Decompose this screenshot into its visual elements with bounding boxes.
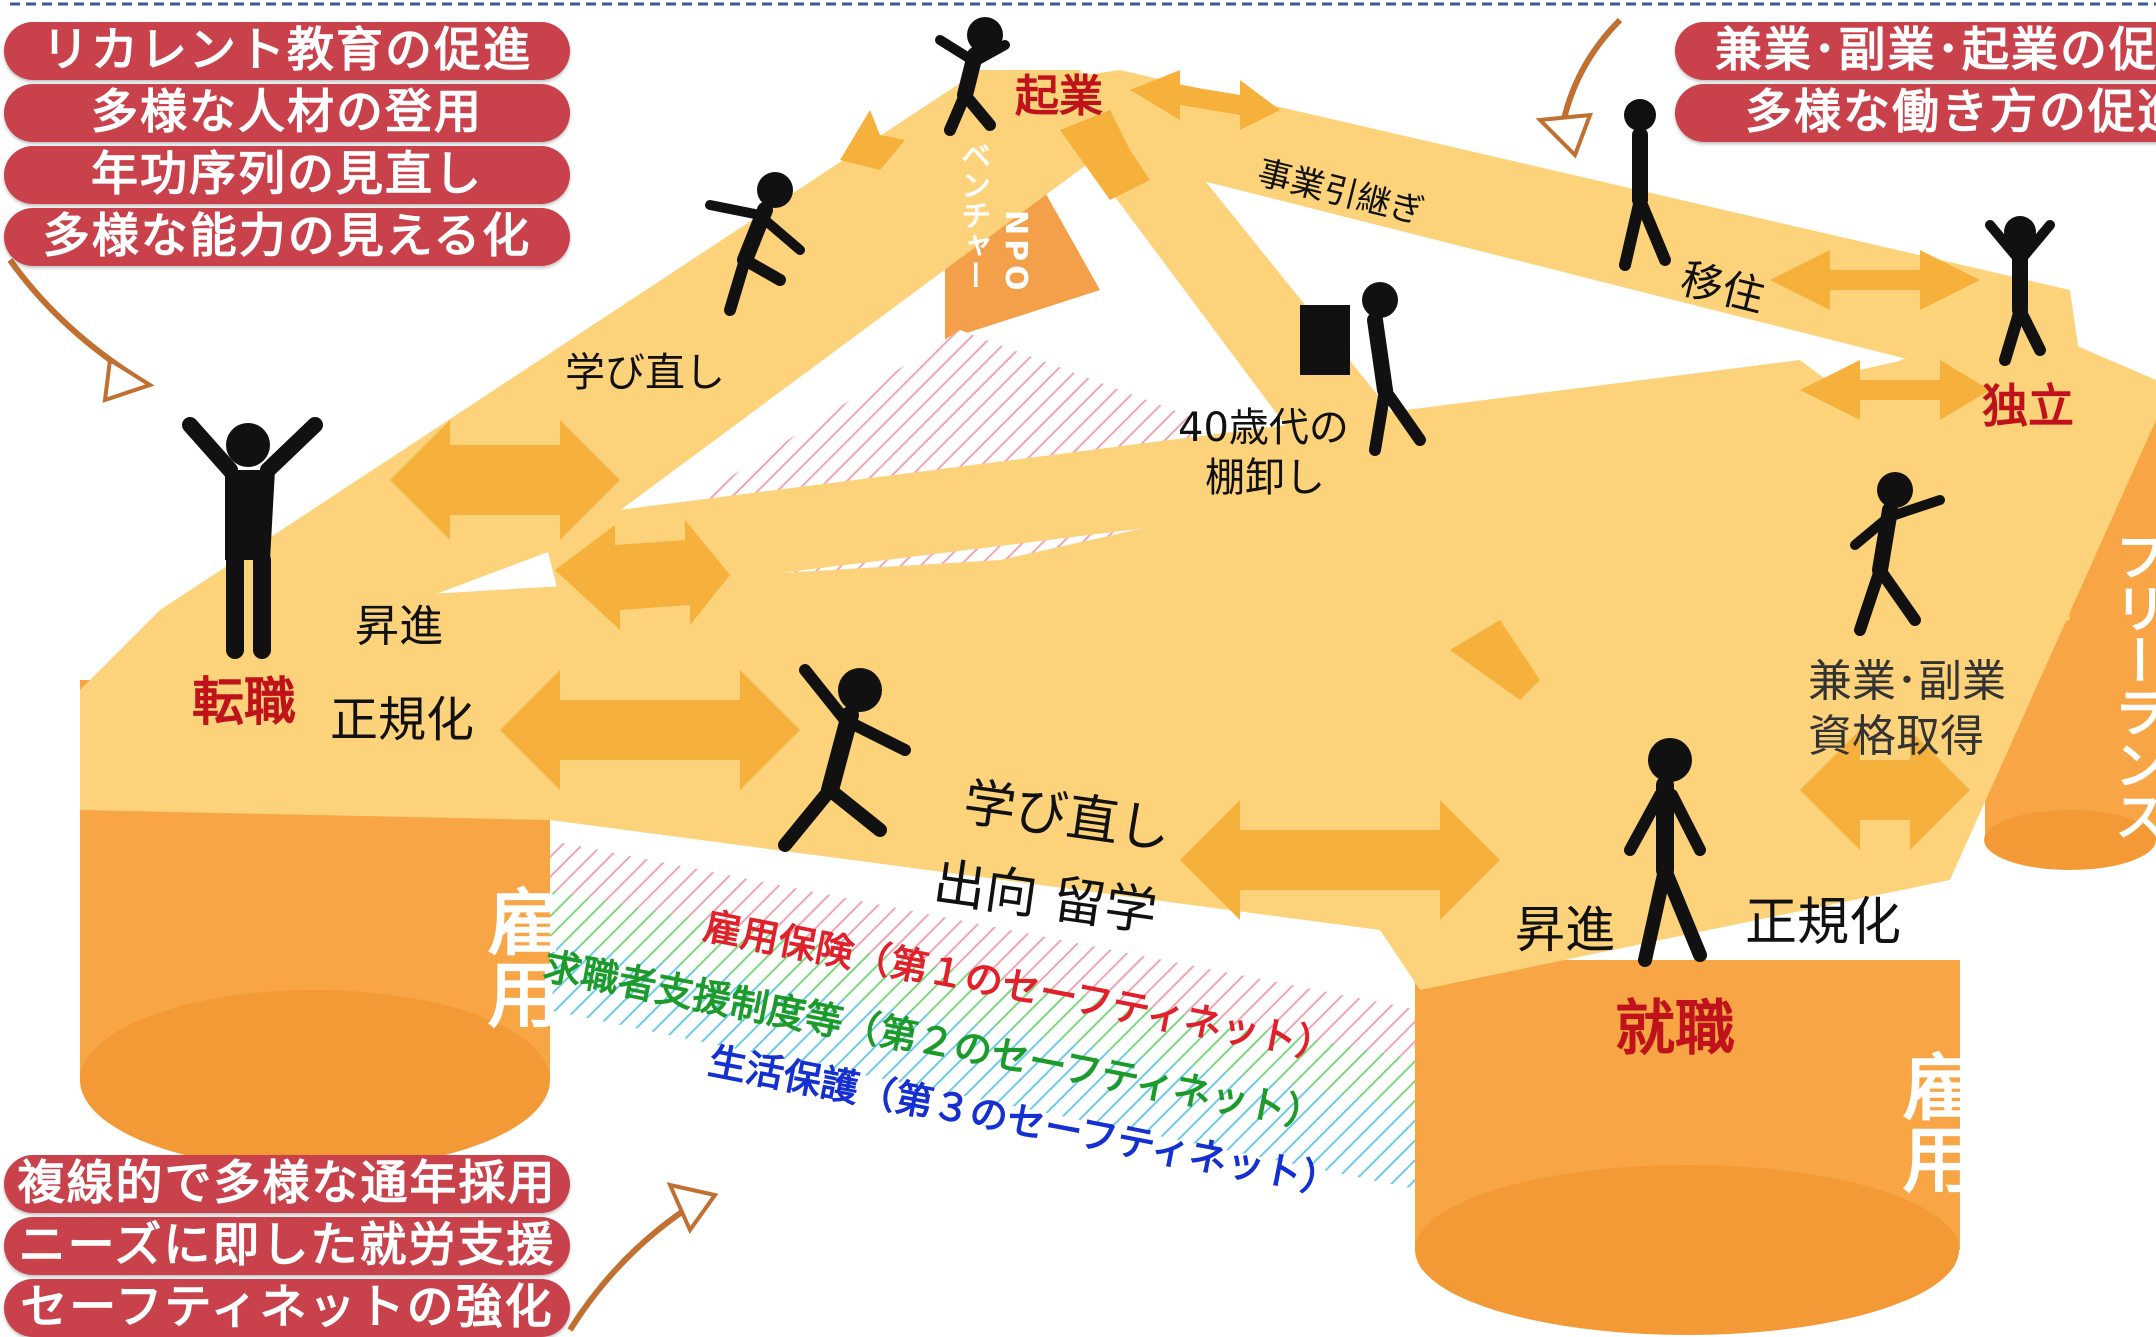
label-employment-left: 雇用 bbox=[475, 885, 559, 1029]
safety-net-band-2 bbox=[548, 890, 1420, 1110]
node-dokuritsu: 独立 bbox=[1982, 379, 2074, 433]
right-cylinder bbox=[1415, 960, 1960, 1335]
label-promotion-left: 昇進 bbox=[355, 601, 443, 652]
pill-year-round-hiring: 複線的で多様な通年採用 bbox=[4, 1155, 570, 1213]
pill-safety-net: セーフティネットの強化 bbox=[4, 1279, 570, 1337]
people bbox=[182, 17, 2055, 967]
person-walking-icon bbox=[1619, 99, 1671, 271]
person-cheering-right-icon bbox=[1985, 216, 2055, 366]
pill-recurrent-education: リカレント教育の促進 bbox=[4, 22, 570, 80]
label-side-job: 兼業･副業 bbox=[1808, 656, 2006, 707]
curved-arrow-topleft bbox=[7, 258, 142, 383]
arrows bbox=[390, 70, 1990, 920]
person-running-icon bbox=[705, 172, 805, 316]
pill-employment-support: ニーズに即した就労支援 bbox=[4, 1217, 570, 1275]
label-promotion-right: 昇進 bbox=[1515, 901, 1615, 959]
label-relearning-top: 学び直し bbox=[565, 350, 725, 396]
label-regularization-right: 正規化 bbox=[1745, 893, 1902, 953]
person-running-right-icon bbox=[1850, 472, 1945, 636]
label-forties-1: 40歳代の bbox=[1178, 405, 1349, 451]
pill-seniority-review: 年功序列の見直し bbox=[4, 146, 570, 204]
node-tenshoku: 転職 bbox=[192, 673, 297, 733]
label-freelance: フリーランス bbox=[2105, 530, 2156, 842]
label-forties-2: 棚卸し bbox=[1205, 455, 1325, 501]
label-qualification: 資格取得 bbox=[1808, 711, 1984, 762]
pill-diverse-work-styles: 多様な働き方の促進 bbox=[1675, 84, 2156, 142]
person-carrying-boxes-icon bbox=[1300, 282, 1426, 456]
person-cheering-icon bbox=[182, 417, 323, 659]
node-kigyo: 起業 bbox=[1015, 71, 1103, 122]
person-walking-shushoku-icon bbox=[1624, 738, 1707, 967]
person-running-center-icon bbox=[778, 664, 911, 852]
person-jumping-icon bbox=[935, 17, 1010, 136]
safety-net-band-3 bbox=[548, 940, 1420, 1190]
pill-visualize-abilities: 多様な能力の見える化 bbox=[4, 208, 570, 266]
node-shushoku: 就職 bbox=[1615, 994, 1735, 1064]
label-npo: NPO bbox=[998, 210, 1033, 295]
label-venture: ベンチャー bbox=[955, 140, 990, 290]
curved-arrow-bottomleft bbox=[567, 1197, 702, 1332]
label-regularization-left: 正規化 bbox=[330, 692, 475, 748]
pill-side-business: 兼業･副業･起業の促 bbox=[1675, 22, 2156, 80]
label-employment-right: 雇用 bbox=[1890, 1050, 1974, 1194]
pill-diverse-talent: 多様な人材の登用 bbox=[4, 84, 570, 142]
safety-net-band-1 bbox=[548, 840, 1420, 1060]
